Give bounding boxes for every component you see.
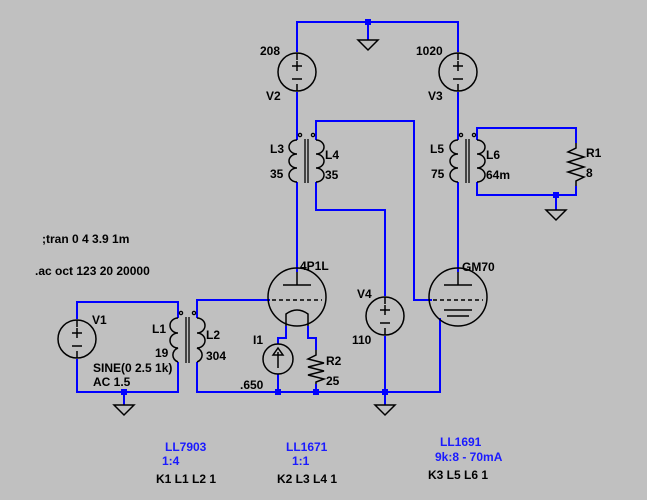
v1-sine: SINE(0 2.5 1k) xyxy=(93,361,172,375)
l3-name: L3 xyxy=(270,142,284,156)
tran-directive: ;tran 0 4 3.9 1m xyxy=(42,232,129,246)
l2-value: 304 xyxy=(206,349,226,363)
resistor-r1[interactable] xyxy=(565,143,587,186)
v2-name: V2 xyxy=(266,89,281,103)
ac-directive: .ac oct 123 20 20000 xyxy=(35,264,150,278)
transformer-l3-l4[interactable] xyxy=(288,132,325,183)
transformer-l1-l2[interactable] xyxy=(169,310,206,363)
ground-symbol xyxy=(356,39,380,52)
v4-name: V4 xyxy=(357,287,372,301)
transformer-3-ratio: 9k:8 - 70mA xyxy=(435,450,503,464)
r2-value: 25 xyxy=(326,374,340,388)
l2-name: L2 xyxy=(206,328,220,342)
transformer-2-ratio: 1:1 xyxy=(292,454,310,468)
r1-value: 8 xyxy=(586,166,593,180)
l6-value: 64m xyxy=(486,168,510,182)
voltage-source-v1[interactable] xyxy=(57,319,97,359)
ground-symbol xyxy=(544,209,568,222)
transformer-2-coupling: K2 L3 L4 1 xyxy=(277,472,337,486)
v2-value: 208 xyxy=(260,44,280,58)
resistor-r2[interactable] xyxy=(305,350,327,384)
transformer-1-ratio: 1:4 xyxy=(162,454,180,468)
tube-gm70-name: GM70 xyxy=(462,260,495,274)
junction-dots xyxy=(121,19,559,395)
l6-name: L6 xyxy=(486,148,500,162)
voltage-source-v4[interactable] xyxy=(365,296,405,336)
l3-value: 35 xyxy=(270,167,284,181)
v3-name: V3 xyxy=(428,89,443,103)
wires xyxy=(76,21,577,405)
v3-value: 1020 xyxy=(416,44,443,58)
transformer-l5-l6[interactable] xyxy=(449,132,486,183)
l5-name: L5 xyxy=(430,142,444,156)
l1-value: 19 xyxy=(155,346,169,360)
triode-tube-4p1l[interactable] xyxy=(267,267,327,327)
transformer-2-model: LL1671 xyxy=(286,440,328,454)
tube-4p1l-name: 4P1L xyxy=(300,259,329,273)
l4-value: 35 xyxy=(325,168,339,182)
l1-name: L1 xyxy=(152,322,166,336)
transformer-1-coupling: K1 L1 L2 1 xyxy=(156,472,216,486)
ground-symbol xyxy=(112,404,136,417)
r1-name: R1 xyxy=(586,146,602,160)
l5-value: 75 xyxy=(431,167,445,181)
v4-value: 110 xyxy=(352,333,372,347)
r2-name: R2 xyxy=(326,354,342,368)
triode-tube-gm70[interactable] xyxy=(428,267,488,327)
transformer-1-model: LL7903 xyxy=(165,440,207,454)
v1-ac: AC 1.5 xyxy=(93,375,131,389)
v1-name: V1 xyxy=(92,313,107,327)
transformer-3-coupling: K3 L5 L6 1 xyxy=(428,468,488,482)
i1-name: I1 xyxy=(253,333,263,347)
current-source-i1[interactable] xyxy=(262,343,294,375)
i1-value: .650 xyxy=(240,378,264,392)
ground-symbol xyxy=(373,404,397,417)
voltage-source-v3[interactable] xyxy=(438,52,478,92)
voltage-source-v2[interactable] xyxy=(277,52,317,92)
l4-name: L4 xyxy=(325,148,339,162)
transformer-3-model: LL1691 xyxy=(440,435,482,449)
